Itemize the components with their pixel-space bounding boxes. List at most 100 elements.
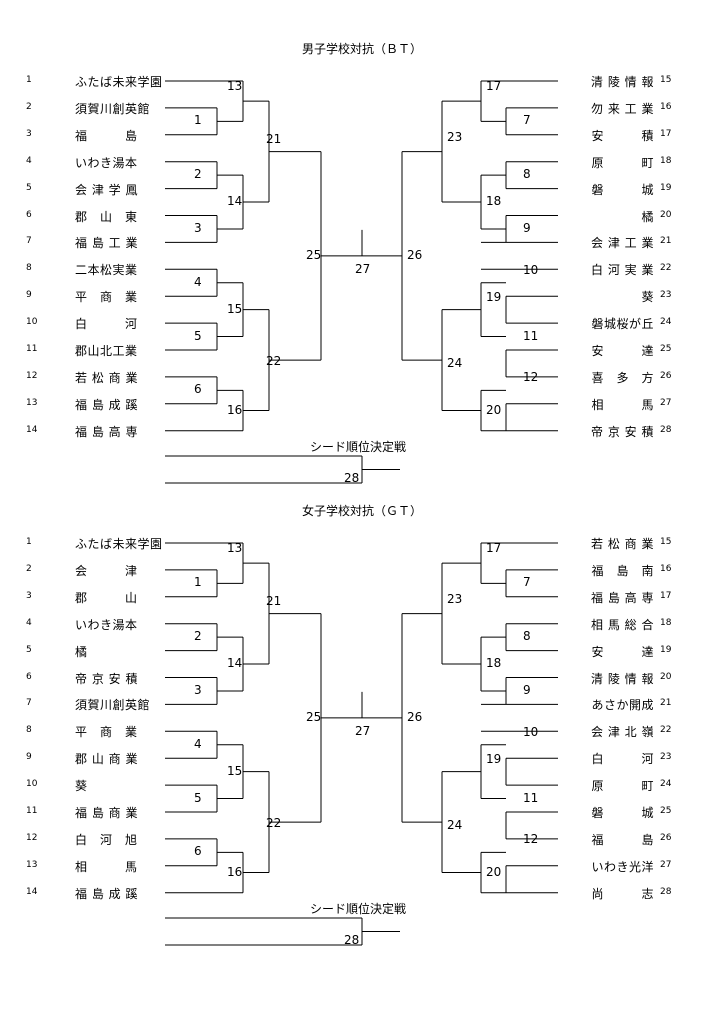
boys-match-20: 20	[486, 402, 502, 417]
boys-left-team-name: 二本松実業	[75, 263, 138, 278]
girls-left-seed: 6	[26, 671, 32, 682]
boys-match-13: 13	[227, 79, 243, 94]
boys-match-24: 24	[447, 356, 463, 371]
girls-right-team-name: 清 陵 情 報	[591, 671, 654, 686]
girls-right-seed: 21	[660, 698, 672, 709]
boys-right-team-name: 葵	[641, 290, 654, 305]
boys-left-seed: 8	[26, 263, 32, 274]
girls-left-seed: 14	[26, 886, 38, 897]
girls-left-seed: 5	[26, 644, 32, 655]
girls-match-8: 8	[523, 629, 531, 644]
girls-right-seed: 27	[660, 859, 672, 870]
boys-left-team-name: いわき湯本	[75, 155, 138, 170]
girls-left-team-name: 葵	[75, 779, 88, 794]
boys-left-team-name: 郡 山 東	[75, 209, 138, 224]
boys-match-12: 12	[523, 370, 539, 385]
boys-right-seed: 25	[660, 344, 672, 354]
boys-left-seed: 3	[26, 128, 32, 139]
girls-right-team-name: 安 達	[591, 644, 654, 659]
girls-match-10: 10	[523, 724, 539, 739]
girls-match-22: 22	[266, 816, 282, 831]
boys-left-seed: 10	[26, 317, 38, 328]
girls-left-team-name: 郡 山 商 業	[75, 752, 138, 767]
boys-right-seed: 22	[660, 263, 672, 274]
boys-right-team-name: 磐 城	[591, 182, 654, 197]
boys-left-seed: 4	[26, 155, 32, 166]
boys-match-21: 21	[266, 131, 282, 146]
girls-left-seed: 2	[26, 563, 32, 574]
boys-match-2: 2	[194, 167, 202, 182]
girls-match-27: 27	[355, 723, 371, 738]
boys-left-seed: 12	[26, 370, 38, 381]
girls-right-team-name: あさか開成	[591, 698, 654, 713]
girls-right-seed: 15	[660, 537, 672, 547]
girls-left-team-name: 帝 京 安 積	[75, 671, 138, 686]
girls-match-3: 3	[194, 682, 202, 697]
boys-left-team-name: 白 河	[75, 317, 138, 332]
girls-match-20: 20	[486, 864, 502, 879]
boys-left-team-name: 須賀川創英館	[75, 101, 151, 116]
girls-left-seed: 13	[26, 859, 38, 870]
girls-match-21: 21	[266, 593, 282, 608]
boys-left-team-name: ふたば未来学園	[75, 75, 163, 89]
boys-match-16: 16	[227, 402, 243, 417]
girls-right-team-name: 尚 志	[591, 886, 654, 901]
girls-left-team-name: 福 島 商 業	[75, 806, 138, 820]
boys-match-8: 8	[523, 167, 531, 182]
girls-right-team-name: 福 島 南	[591, 563, 654, 578]
boys-match-27: 27	[355, 261, 371, 276]
boys-right-seed: 27	[660, 397, 672, 408]
girls-right-seed: 20	[660, 671, 672, 682]
boys-right-team-name: 喜 多 方	[591, 370, 654, 385]
girls-right-seed: 26	[660, 832, 672, 843]
girls-seed-decision-label: シード順位決定戦	[310, 902, 407, 916]
girls-match-19: 19	[486, 751, 502, 766]
boys-left-seed: 7	[26, 236, 32, 247]
boys-right-team-name: 帝 京 安 積	[591, 424, 654, 439]
girls-match-23: 23	[447, 591, 463, 606]
boys-match-11: 11	[523, 328, 539, 343]
girls-left-team-name: ふたば未来学園	[75, 537, 163, 551]
boys-right-team-name: 清 陵 情 報	[591, 75, 654, 89]
girls-match-18: 18	[486, 656, 502, 671]
boys-left-seed: 2	[26, 101, 32, 112]
boys-right-team-name: 白 河 実 業	[591, 263, 654, 278]
boys-left-seed: 6	[26, 209, 32, 220]
girls-left-team-name: いわき湯本	[75, 617, 138, 632]
boys-right-team-name: 安 達	[591, 344, 654, 358]
boys-right-team-name: 磐城桜が丘	[591, 317, 654, 332]
girls-right-team-name: 福 島 高 専	[591, 590, 654, 605]
girls-match-15: 15	[227, 763, 243, 778]
boys-match-6: 6	[194, 382, 202, 397]
boys-left-team-name: 福 島 工 業	[75, 236, 138, 251]
boys-match-9: 9	[523, 220, 531, 235]
girls-match-11: 11	[523, 790, 539, 805]
girls-bracket-title: 女子学校対抗（ＧＴ）	[301, 504, 422, 518]
boys-match-3: 3	[194, 220, 202, 235]
girls-left-seed: 11	[26, 806, 38, 816]
girls-left-team-name: 郡 山	[75, 590, 138, 605]
boys-match-19: 19	[486, 289, 502, 304]
boys-left-team-name: 福 島 高 専	[75, 424, 138, 439]
girls-left-team-name: 福 島 成 蹊	[75, 886, 138, 901]
boys-match-22: 22	[266, 354, 282, 369]
girls-match-4: 4	[194, 736, 202, 751]
girls-left-team-name: 白 河 旭	[75, 832, 138, 847]
boys-match-25: 25	[306, 247, 322, 262]
boys-right-seed: 28	[660, 424, 672, 435]
boys-left-seed: 9	[26, 290, 32, 301]
boys-left-team-name: 福 島 成 蹊	[75, 397, 138, 412]
boys-match-28: 28	[344, 470, 360, 485]
girls-left-seed: 10	[26, 779, 38, 790]
boys-right-team-name: 原 町	[591, 155, 654, 170]
girls-match-6: 6	[194, 844, 202, 859]
girls-right-seed: 18	[660, 617, 672, 628]
boys-seed-decision-label: シード順位決定戦	[310, 440, 407, 454]
girls-match-9: 9	[523, 682, 531, 697]
girls-left-seed: 12	[26, 832, 38, 843]
girls-right-seed: 25	[660, 806, 672, 816]
girls-match-14: 14	[227, 656, 243, 671]
girls-left-team-name: 会 津	[75, 563, 138, 578]
girls-right-seed: 16	[660, 563, 672, 574]
